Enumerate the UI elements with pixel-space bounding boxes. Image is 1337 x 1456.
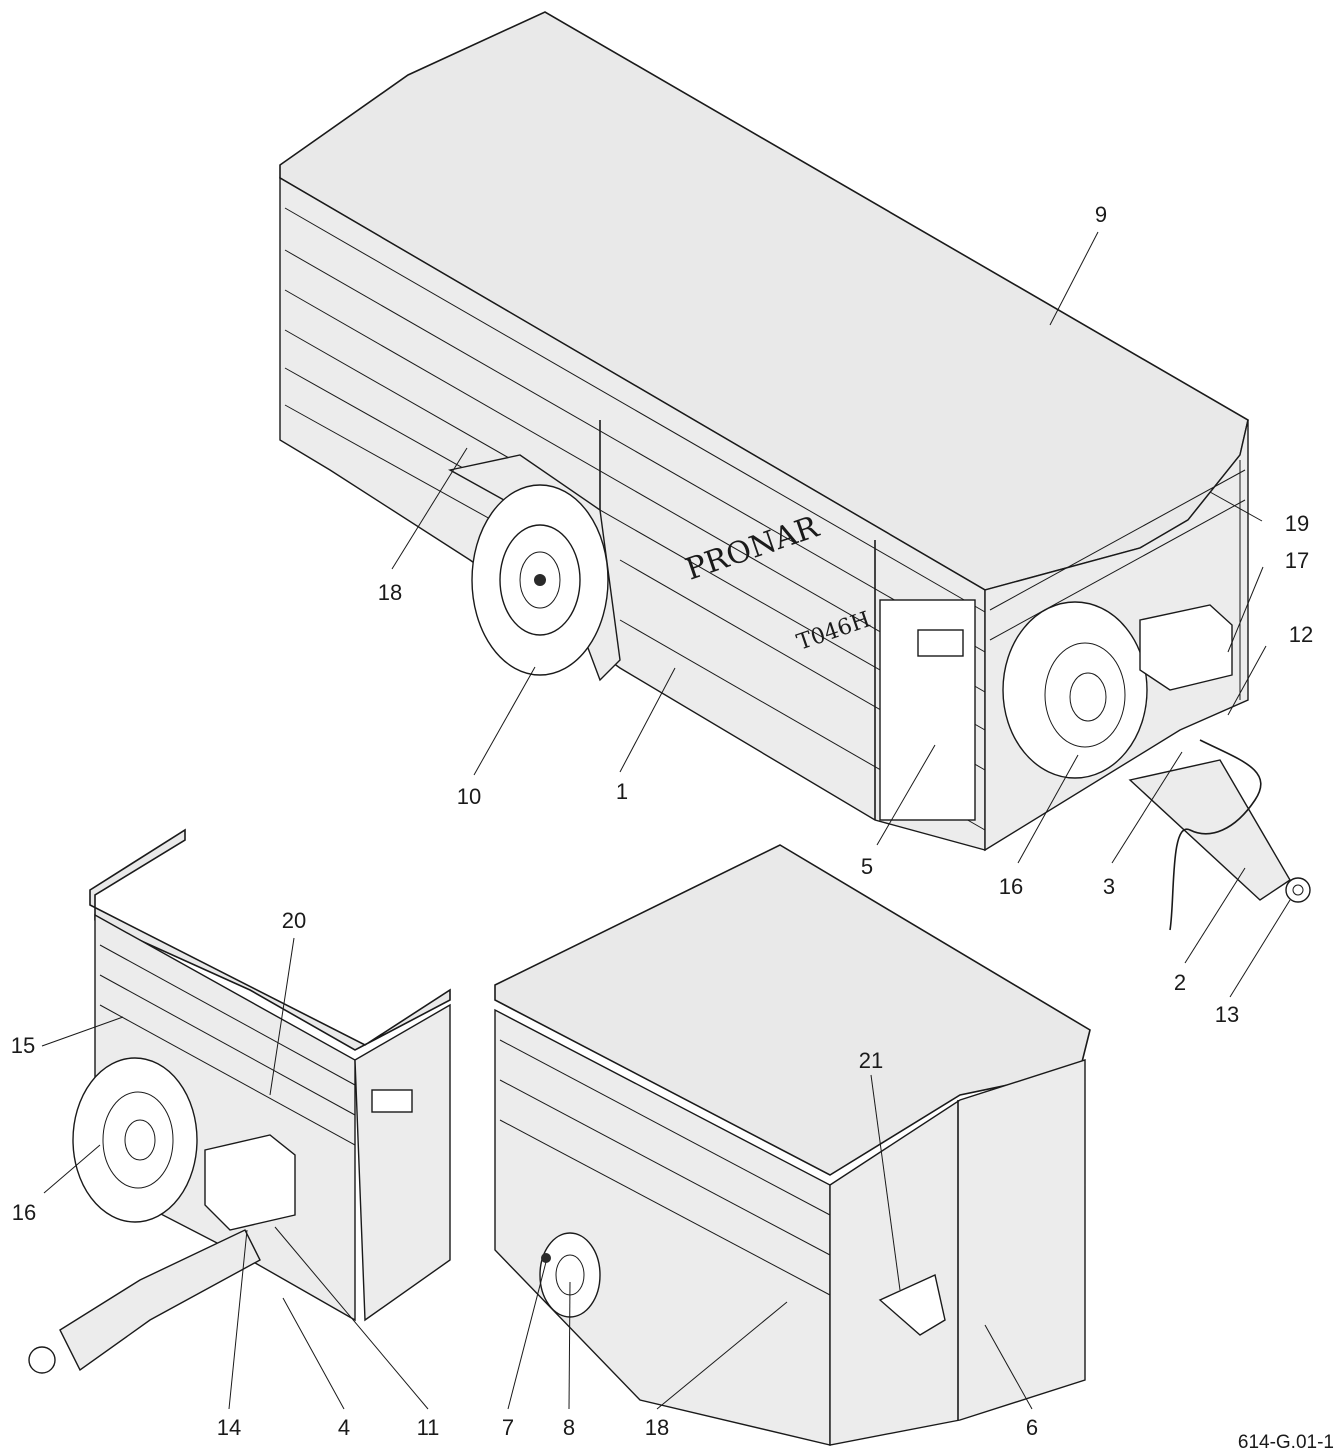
callout-19: 19: [1285, 511, 1309, 536]
detail-roof-front: [89, 828, 451, 1051]
callout-17: 17: [1285, 548, 1309, 573]
detail-toolbox: [204, 1134, 296, 1231]
callout-10: 10: [457, 784, 481, 809]
callout-20: 20: [282, 908, 306, 933]
callout-7: 7: [502, 1415, 514, 1440]
document-holder: [917, 629, 964, 657]
toolbox: [1139, 604, 1233, 691]
brake-hoses: [1169, 739, 1262, 931]
callout-6: 6: [1026, 1415, 1038, 1440]
main-trailer-view: PRONAR T046H: [279, 11, 1311, 931]
front-detail-view: [28, 828, 451, 1374]
callout-5: 5: [861, 854, 873, 879]
callout-9: 9: [1095, 202, 1107, 227]
callout-13: 13: [1215, 1002, 1239, 1027]
rear-detail-view: [494, 844, 1091, 1446]
callout-16-main: 16: [999, 874, 1023, 899]
drawbar: [1128, 759, 1311, 903]
detail-spare-wheel: [72, 1057, 198, 1223]
callout-2: 2: [1174, 970, 1186, 995]
detail-side-wall: [354, 1003, 451, 1322]
callout-14: 14: [217, 1415, 241, 1440]
callout-labels: 9 19 17 12 18 1 10 5 16 3 2 13 20 15 21 …: [11, 202, 1313, 1440]
detail-rear-rails: [499, 1039, 959, 1420]
callout-21: 21: [859, 1048, 883, 1073]
callout-18-main: 18: [378, 580, 402, 605]
front-wall-rails: [989, 460, 1246, 700]
leader-lines: [41, 231, 1291, 1410]
detail-hitch-eye: [28, 1346, 56, 1374]
figure-code: 614-G.01-1: [1238, 1432, 1334, 1453]
callout-12: 12: [1289, 622, 1313, 647]
callout-3: 3: [1103, 874, 1115, 899]
callout-18-detail: 18: [645, 1415, 669, 1440]
spare-wheel: [1002, 601, 1148, 779]
callout-1: 1: [616, 779, 628, 804]
road-wheel: [471, 484, 609, 676]
detail-rails: [99, 944, 356, 1146]
callout-11: 11: [417, 1415, 440, 1440]
callout-16-detail: 16: [12, 1200, 36, 1225]
detail-rear-side: [494, 1008, 831, 1446]
warning-triangle: [878, 1274, 946, 1336]
detail-drawbar: [59, 1229, 261, 1372]
callout-15: 15: [11, 1033, 35, 1058]
detail-document-holder: [371, 1089, 413, 1113]
callout-4: 4: [338, 1415, 350, 1440]
callout-8: 8: [563, 1415, 575, 1440]
